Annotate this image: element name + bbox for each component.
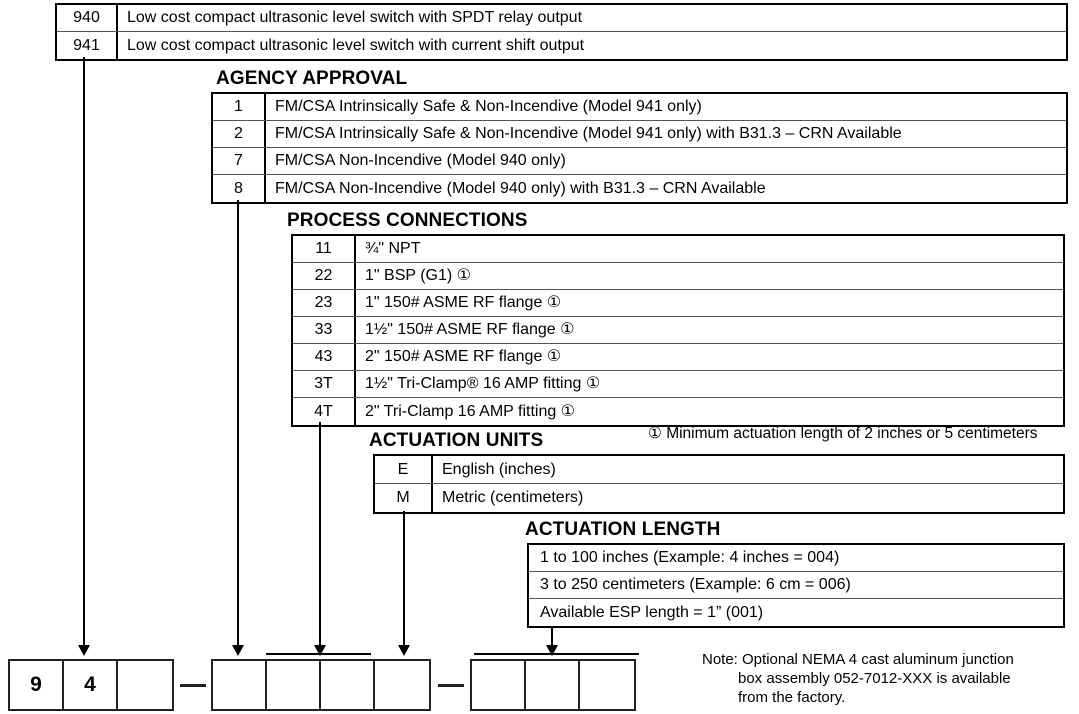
row-code: M	[375, 484, 433, 512]
row-description: 3 to 250 centimeters (Example: 6 cm = 00…	[540, 576, 851, 593]
row-description: 2" 150# ASME RF flange ①	[365, 348, 562, 365]
leader-line-units	[403, 511, 405, 653]
table-row: 43 2" 150# ASME RF flange ①	[293, 344, 1063, 371]
model-code-separator-1	[180, 684, 206, 687]
actuation-length-table: 1 to 100 inches (Example: 4 inches = 004…	[527, 543, 1065, 628]
leader-arrow-agency	[232, 645, 244, 656]
leader-arrow-process	[314, 645, 326, 656]
factory-note: Note: Optional NEMA 4 cast aluminum junc…	[702, 650, 1072, 707]
row-description: 1" BSP (G1) ①	[365, 267, 471, 284]
table-row: 4T 2" Tri-Clamp 16 AMP fitting ①	[293, 398, 1063, 425]
table-row: Available ESP length = 1” (001)	[529, 599, 1063, 626]
model-selection-table: 940 Low cost compact ultrasonic level sw…	[55, 3, 1068, 61]
leader-line-agency	[237, 200, 239, 653]
row-code: 940	[57, 5, 118, 31]
model-code-cell[interactable]	[526, 661, 580, 709]
table-row: 7 FM/CSA Non-Incendive (Model 940 only)	[213, 148, 1066, 175]
row-code: 43	[293, 344, 356, 370]
row-code: 23	[293, 290, 356, 316]
model-code-cell[interactable]	[321, 661, 375, 709]
row-code: 11	[293, 236, 356, 262]
table-row: 2 FM/CSA Intrinsically Safe & Non-Incend…	[213, 121, 1066, 148]
model-code-group-2[interactable]	[211, 659, 431, 711]
leader-line-model	[83, 57, 85, 653]
process-connections-footnote: ① Minimum actuation length of 2 inches o…	[648, 425, 1038, 442]
table-row: 940 Low cost compact ultrasonic level sw…	[57, 5, 1066, 32]
row-code: 7	[213, 148, 266, 174]
process-connections-heading: PROCESS CONNECTIONS	[287, 210, 528, 231]
row-description: Low cost compact ultrasonic level switch…	[127, 9, 583, 26]
row-description: FM/CSA Non-Incendive (Model 940 only)	[275, 152, 566, 169]
row-description: FM/CSA Non-Incendive (Model 940 only) wi…	[275, 179, 766, 197]
row-code: 22	[293, 263, 356, 289]
row-code: 4T	[293, 398, 356, 425]
leader-line-length	[551, 628, 553, 653]
model-code-group-3[interactable]	[470, 659, 636, 711]
process-connections-table: 11 ¾" NPT 22 1" BSP (G1) ① 23 1" 150# AS…	[291, 234, 1065, 427]
row-description: 1½" Tri-Clamp® 16 AMP fitting ①	[365, 375, 601, 392]
row-description: 2" Tri-Clamp 16 AMP fitting ①	[365, 402, 576, 420]
model-code-cell[interactable]: 9	[10, 661, 64, 709]
row-code: 2	[213, 121, 266, 147]
table-row: 22 1" BSP (G1) ①	[293, 263, 1063, 290]
row-code: 33	[293, 317, 356, 343]
model-code-cell[interactable]	[580, 661, 634, 709]
actuation-units-table: E English (inches) M Metric (centimeters…	[373, 454, 1065, 514]
model-code-cell[interactable]: 4	[64, 661, 118, 709]
table-row: 8 FM/CSA Non-Incendive (Model 940 only) …	[213, 175, 1066, 202]
model-code-cell[interactable]	[472, 661, 526, 709]
row-description: Metric (centimeters)	[442, 489, 584, 506]
agency-approval-heading: AGENCY APPROVAL	[216, 68, 408, 89]
model-code-cell[interactable]	[375, 661, 429, 709]
agency-approval-table: 1 FM/CSA Intrinsically Safe & Non-Incend…	[211, 92, 1068, 204]
factory-note-line-1: Note: Optional NEMA 4 cast aluminum junc…	[702, 651, 1014, 668]
row-description: ¾" NPT	[365, 240, 421, 257]
actuation-length-heading: ACTUATION LENGTH	[525, 519, 721, 540]
table-row: 23 1" 150# ASME RF flange ①	[293, 290, 1063, 317]
table-row: 1 to 100 inches (Example: 4 inches = 004…	[529, 545, 1063, 572]
row-description: 1" 150# ASME RF flange ①	[365, 294, 562, 311]
row-description: 1 to 100 inches (Example: 4 inches = 004…	[540, 549, 840, 566]
factory-note-line-2: box assembly 052-7012-XXX is available	[738, 670, 1011, 687]
actuation-units-heading: ACTUATION UNITS	[369, 430, 544, 451]
model-code-cell[interactable]	[267, 661, 321, 709]
table-row: 1 FM/CSA Intrinsically Safe & Non-Incend…	[213, 94, 1066, 121]
table-row: 941 Low cost compact ultrasonic level sw…	[57, 32, 1066, 59]
row-code: 941	[57, 32, 118, 59]
table-row: 11 ¾" NPT	[293, 236, 1063, 263]
factory-note-line-3: from the factory.	[738, 689, 846, 706]
row-description: English (inches)	[442, 460, 556, 478]
table-row: 3T 1½" Tri-Clamp® 16 AMP fitting ①	[293, 371, 1063, 398]
leader-arrow-length	[546, 645, 558, 656]
table-row: 33 1½" 150# ASME RF flange ①	[293, 317, 1063, 344]
table-row: E English (inches)	[375, 456, 1063, 484]
model-code-separator-2	[438, 684, 464, 687]
span-line-actuation-length	[474, 653, 639, 655]
row-description: FM/CSA Intrinsically Safe & Non-Incendiv…	[275, 125, 902, 142]
row-description: FM/CSA Intrinsically Safe & Non-Incendiv…	[275, 98, 702, 115]
leader-arrow-model	[78, 645, 90, 656]
leader-line-process	[319, 422, 321, 653]
row-code: 3T	[293, 371, 356, 397]
model-code-cell[interactable]	[213, 661, 267, 709]
table-row: 3 to 250 centimeters (Example: 6 cm = 00…	[529, 572, 1063, 599]
span-line-process-connections	[266, 653, 371, 655]
row-code: E	[375, 456, 433, 483]
model-code-cell[interactable]	[118, 661, 172, 709]
row-description: Low cost compact ultrasonic level switch…	[127, 36, 585, 54]
row-description: 1½" 150# ASME RF flange ①	[365, 321, 575, 338]
row-description: Available ESP length = 1” (001)	[540, 603, 764, 621]
row-code: 1	[213, 94, 266, 120]
row-code: 8	[213, 175, 266, 202]
model-code-group-1[interactable]: 9 4	[8, 659, 174, 711]
leader-arrow-units	[398, 645, 410, 656]
table-row: M Metric (centimeters)	[375, 484, 1063, 512]
